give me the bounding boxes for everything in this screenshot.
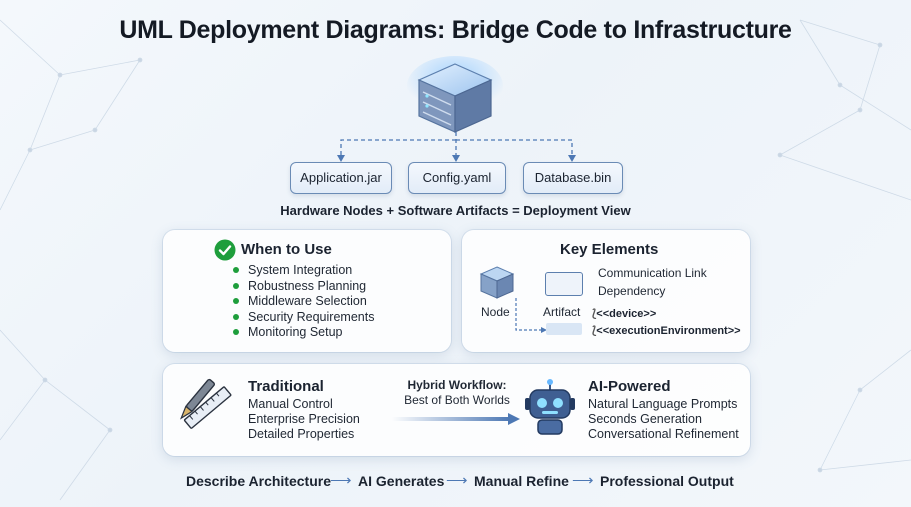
- list-item: Monitoring Setup: [233, 325, 374, 341]
- ai-powered-title: AI-Powered: [588, 378, 671, 395]
- traditional-line: Enterprise Precision: [248, 412, 360, 426]
- node-cube-icon: [479, 266, 515, 299]
- artifact-box-icon: [546, 323, 582, 335]
- ai-powered-line: Conversational Refinement: [588, 427, 739, 441]
- traditional-title: Traditional: [248, 378, 324, 395]
- pen-ruler-icon: [179, 378, 232, 429]
- artifact-application-jar: Application.jar: [290, 162, 392, 194]
- artifact-database-bin: Database.bin: [523, 162, 623, 194]
- ai-powered-line: Natural Language Prompts: [588, 397, 738, 411]
- traditional-line: Detailed Properties: [248, 427, 355, 441]
- flow-step-describe: Describe Architecture: [186, 473, 331, 489]
- dependency-arrow-icon: [515, 298, 547, 333]
- component-box-icon: [545, 272, 583, 296]
- execution-environment-stereotype: ⟅<<executionEnvironment>>: [592, 325, 741, 337]
- list-item: Robustness Planning: [233, 279, 374, 295]
- hybrid-arrow-icon: [392, 413, 520, 425]
- robot-icon: [525, 379, 575, 435]
- flow-step-ai-generates: AI Generates: [358, 473, 445, 489]
- list-item: Middleware Selection: [233, 294, 374, 310]
- arrow-right-icon: ⟶: [446, 472, 468, 489]
- page-title: UML Deployment Diagrams: Bridge Code to …: [119, 16, 792, 44]
- node-label: Node: [481, 305, 510, 319]
- server-node-icon: [407, 56, 503, 133]
- device-stereotype: ⟅<<device>>: [592, 308, 657, 320]
- key-elements-title: Key Elements: [560, 241, 659, 258]
- artifact-config-yaml: Config.yaml: [408, 162, 506, 194]
- when-to-use-title: When to Use: [241, 241, 332, 258]
- hybrid-workflow-label: Hybrid Workflow:Best of Both Worlds: [404, 378, 510, 407]
- when-to-use-list: System Integration Robustness Planning M…: [233, 263, 374, 341]
- ai-powered-line: Seconds Generation: [588, 412, 702, 426]
- list-item: System Integration: [233, 263, 374, 279]
- deployment-equation: Hardware Nodes + Software Artifacts = De…: [280, 203, 631, 218]
- arrow-right-icon: ⟶: [330, 472, 352, 489]
- dependency-label: Dependency: [598, 284, 666, 298]
- flow-step-professional-output: Professional Output: [600, 473, 734, 489]
- artifact-connectors: [337, 132, 576, 162]
- traditional-line: Manual Control: [248, 397, 333, 411]
- list-item: Security Requirements: [233, 310, 374, 326]
- check-circle-icon: [214, 239, 236, 261]
- workflow-card: [163, 364, 750, 456]
- arrow-right-icon: ⟶: [572, 472, 594, 489]
- flow-step-manual-refine: Manual Refine: [474, 473, 569, 489]
- artifact-label: Artifact: [543, 305, 581, 319]
- communication-link-label: Communication Link: [598, 266, 707, 280]
